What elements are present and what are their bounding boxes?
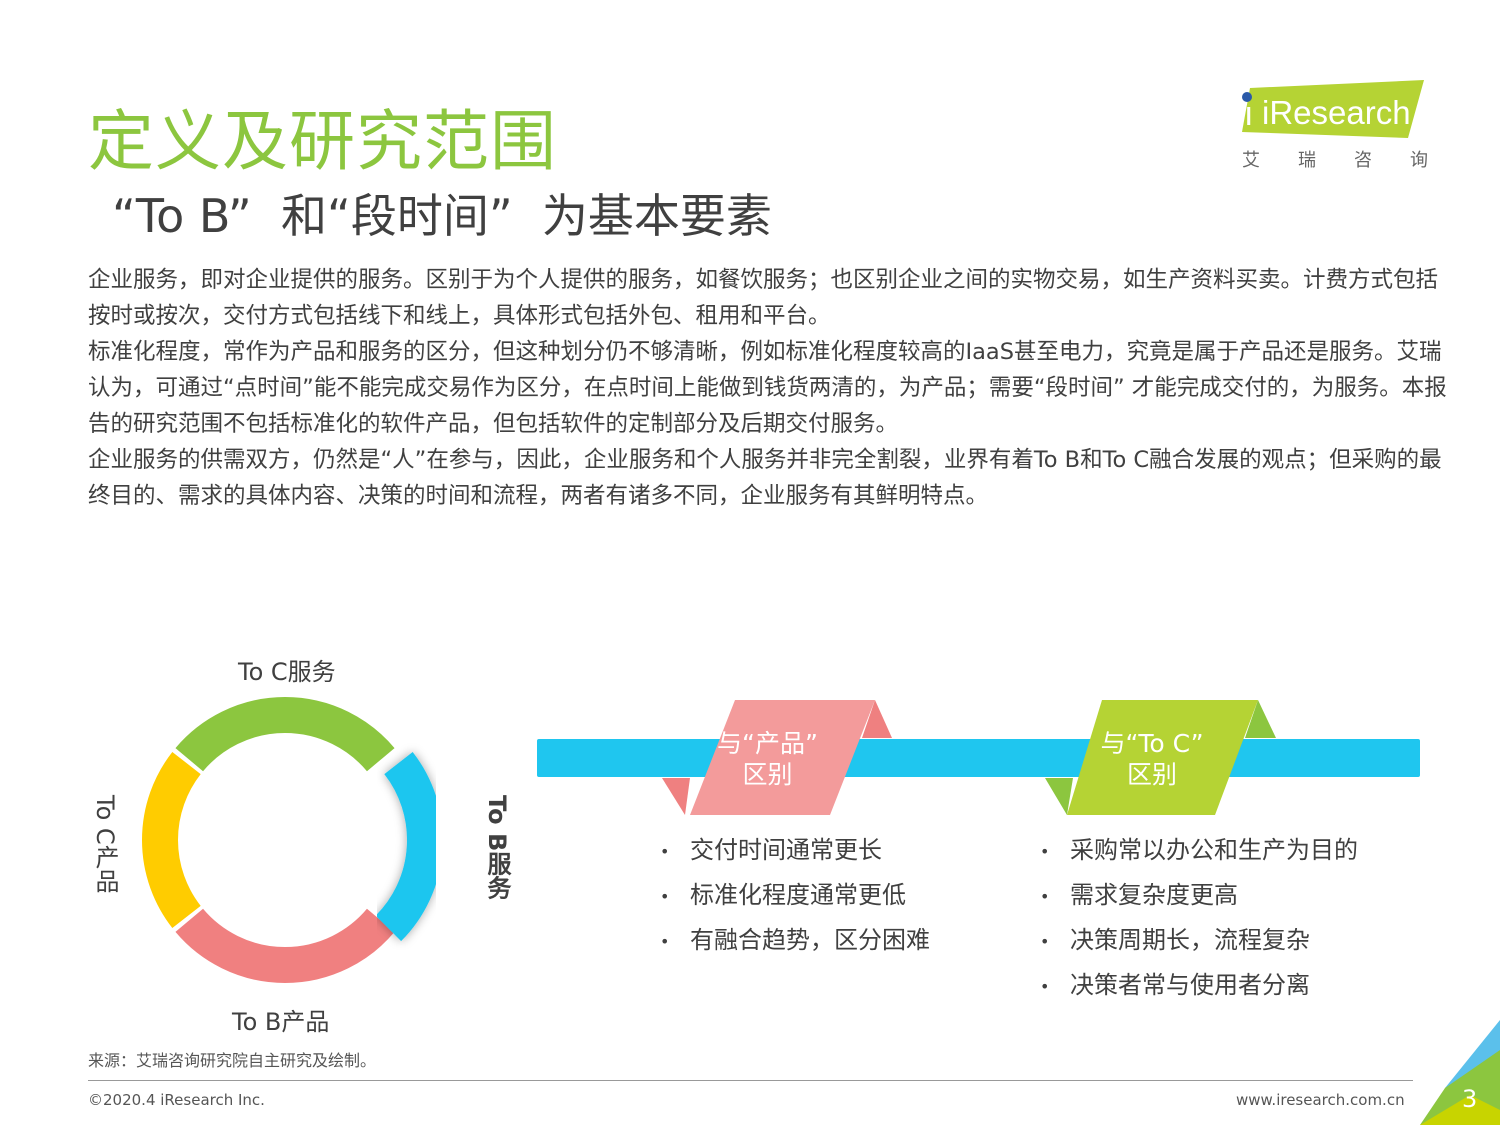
- page-number: 3: [1462, 1085, 1478, 1113]
- page-subtitle: “To B” 和“段时间” 为基本要素: [112, 189, 772, 243]
- ring-arc-to-b-service: [375, 751, 443, 942]
- ribbon-fold: [862, 700, 892, 738]
- blue-band: [537, 739, 1420, 777]
- ring-diagram: [142, 697, 443, 983]
- copyright: ©2020.4 iResearch Inc.: [88, 1091, 265, 1109]
- paragraph: 企业服务，即对企业提供的服务。区别于为个人提供的服务，如餐饮服务；也区别企业之间…: [88, 267, 1439, 329]
- ring-arc-to-c-service: [175, 697, 395, 772]
- paragraph: 企业服务的供需双方，仍然是“人”在参与，因此，企业服务和个人服务并非完全割裂，业…: [88, 447, 1442, 509]
- ring-arc-to-c-product: [142, 751, 201, 929]
- list-item: •决策者常与使用者分离: [1040, 971, 1310, 999]
- ribbon-fold: [1245, 700, 1276, 738]
- logo-cn-char: 询: [1410, 150, 1428, 171]
- ribbon-fold: [1045, 778, 1073, 815]
- page-title: 定义及研究范围: [88, 103, 557, 180]
- logo-cn-char: 瑞: [1298, 150, 1316, 171]
- iresearch-logo: ı iResearch 艾 瑞 咨 询: [1238, 80, 1428, 171]
- ring-arc-to-b-product: [175, 908, 395, 983]
- ring-label-bottom: To B产品: [232, 1008, 330, 1036]
- ribbon-product-label: 与“产品”区别: [717, 729, 818, 789]
- ribbon-to-c: [1067, 700, 1258, 815]
- corner-decoration: [1420, 1020, 1500, 1125]
- ring-label-top: To C服务: [238, 658, 336, 686]
- logo-cn-char: 艾: [1242, 150, 1260, 171]
- list-item: •需求复杂度更高: [1040, 881, 1238, 909]
- ribbon-to-c-label: 与“To C”区别: [1100, 729, 1204, 789]
- ribbon-product: [690, 700, 875, 815]
- product-diff-list: •交付时间通常更长 •标准化程度通常更低 •有融合趋势，区分困难: [660, 830, 930, 965]
- list-item: •决策周期长，流程复杂: [1040, 926, 1310, 954]
- list-item: •有融合趋势，区分困难: [660, 926, 930, 954]
- source-note: 来源：艾瑞咨询研究院自主研究及绘制。: [88, 1051, 377, 1070]
- ring-label-right: To B服务: [483, 795, 511, 900]
- footer-divider: [88, 1080, 1413, 1081]
- website-url: www.iresearch.com.cn: [1236, 1091, 1405, 1109]
- body-text: 企业服务，即对企业提供的服务。区别于为个人提供的服务，如餐饮服务；也区别企业之间…: [88, 262, 1448, 514]
- logo-cn-char: 咨: [1354, 150, 1372, 171]
- ribbon-fold: [662, 778, 690, 815]
- to-c-diff-list: •采购常以办公和生产为目的 •需求复杂度更高 •决策周期长，流程复杂 •决策者常…: [1040, 830, 1358, 1010]
- list-item: •交付时间通常更长: [660, 836, 882, 864]
- logo-brand-text: iResearch: [1262, 94, 1411, 131]
- paragraph: 标准化程度，常作为产品和服务的区分，但这种划分仍不够清晰，例如标准化程度较高的I…: [88, 339, 1447, 437]
- list-item: •标准化程度通常更低: [660, 881, 906, 909]
- svg-text:ı: ı: [1244, 95, 1253, 133]
- ring-label-left: To C产品: [91, 795, 119, 893]
- list-item: •采购常以办公和生产为目的: [1040, 836, 1358, 864]
